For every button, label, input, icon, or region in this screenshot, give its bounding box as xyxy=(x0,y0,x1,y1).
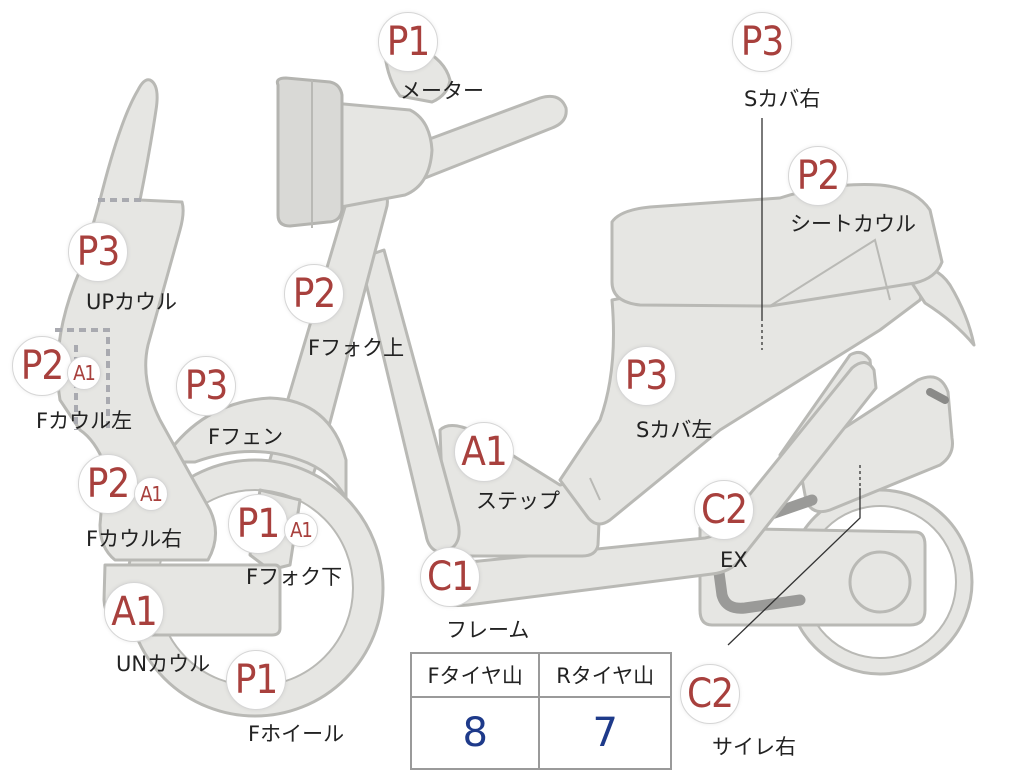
subgrade-f-cowl-right: A1 xyxy=(134,477,168,511)
leader-muffler-right xyxy=(727,488,861,646)
tire-tread-table: Fタイヤ山 Rタイヤ山 8 7 xyxy=(409,652,672,770)
label-s-cover-left: Sカバ左 xyxy=(636,418,713,442)
seat xyxy=(610,183,944,308)
rear-tire-value: 7 xyxy=(538,696,672,770)
grade-f-wheel: P1 xyxy=(226,650,286,710)
rear-hub xyxy=(848,550,912,614)
label-frame: フレーム xyxy=(446,618,530,642)
subgrade-f-cowl-left: A1 xyxy=(67,356,101,390)
grade-frame: C1 xyxy=(420,547,480,607)
grade-f-cowl-right: P2 xyxy=(78,454,138,514)
grade-seat-cowl: P2 xyxy=(788,146,848,206)
grade-un-cowl: A1 xyxy=(104,582,164,642)
front-cowl xyxy=(56,78,217,562)
label-f-wheel: Fホイール xyxy=(248,722,345,746)
grade-f-fork-upper: P2 xyxy=(284,264,344,324)
label-f-fork-upper: Fフォク上 xyxy=(308,336,405,360)
label-muffler-right: サイレ右 xyxy=(712,735,796,759)
handlebar xyxy=(398,94,568,182)
grade-meter: P1 xyxy=(378,12,438,72)
rear-tire-header: Rタイヤ山 xyxy=(538,652,672,698)
headlight xyxy=(275,76,344,228)
grade-s-cover-left: P3 xyxy=(616,346,676,406)
grade-f-cowl-left: P2 xyxy=(12,336,72,396)
label-f-fork-lower: Fフォク下 xyxy=(246,565,343,589)
grade-muffler-right: C2 xyxy=(680,664,740,724)
label-s-cover-right: Sカバ右 xyxy=(744,87,821,111)
label-f-cowl-right: Fカウル右 xyxy=(86,527,183,551)
label-exhaust: EX xyxy=(720,548,748,572)
grade-exhaust: C2 xyxy=(694,480,754,540)
frame-tube xyxy=(358,248,461,554)
grade-f-fork-lower: P1 xyxy=(228,494,288,554)
label-meter: メーター xyxy=(400,79,484,103)
grade-f-fender: P3 xyxy=(176,356,236,416)
label-un-cowl: UNカウル xyxy=(116,652,211,676)
cowl-seam-middle xyxy=(55,328,110,430)
grade-step: A1 xyxy=(454,422,514,482)
label-up-cowl: UPカウル xyxy=(86,290,178,314)
label-step: ステップ xyxy=(476,489,560,513)
grade-up-cowl: P3 xyxy=(68,222,128,282)
label-seat-cowl: シートカウル xyxy=(790,212,916,236)
muffler xyxy=(796,375,954,514)
label-f-fender: Fフェン xyxy=(208,425,284,449)
front-tire-header: Fタイヤ山 xyxy=(409,652,541,698)
grade-s-cover-right: P3 xyxy=(732,12,792,72)
subgrade-f-fork-lower: A1 xyxy=(284,513,318,547)
label-f-cowl-left: Fカウル左 xyxy=(36,409,133,433)
front-tire-value: 8 xyxy=(409,696,541,770)
